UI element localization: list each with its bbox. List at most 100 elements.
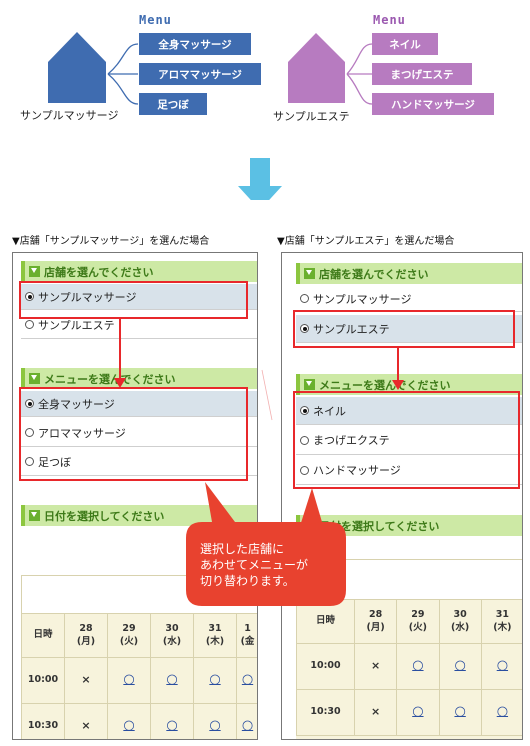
- house-icon: [288, 33, 345, 103]
- shop-name-right: サンプルエステ: [273, 110, 350, 123]
- radio-icon: [300, 294, 309, 303]
- calendar-time: 10:00: [21, 657, 65, 704]
- caption-left: ▼店舗「サンプルマッサージ」を選んだ場合: [12, 236, 210, 247]
- option-label: アロママッサージ: [38, 426, 126, 440]
- menu-option-1[interactable]: 全身マッサージ: [21, 391, 257, 417]
- highlight-box-menu-left: [19, 387, 248, 481]
- menu-heading: メニューを選んでください: [319, 378, 451, 392]
- checkbox-icon: [304, 268, 315, 279]
- slot-available[interactable]: ○: [193, 703, 237, 739]
- connector-line: [107, 73, 139, 105]
- phone-panel-left: 店舗を選んでください サンプルマッサージ サンプルエステ メニューを選んでくださ…: [12, 252, 258, 740]
- store-heading: 店舗を選んでください: [44, 265, 154, 279]
- slot-available[interactable]: ○: [107, 703, 151, 739]
- calendar-table: 日時 28 (月) 29 (火) 30 (水) 31 (木) 10:00 × ○…: [296, 599, 522, 736]
- radio-icon: [300, 465, 309, 475]
- menu-option-3[interactable]: 足つぼ: [21, 448, 257, 476]
- calendar-time: 10:30: [296, 689, 355, 736]
- store-option-massage[interactable]: サンプルマッサージ: [21, 284, 257, 310]
- menu-option-2[interactable]: アロママッサージ: [21, 419, 257, 447]
- store-section-header: 店舗を選んでください: [296, 263, 522, 284]
- menu-pill-left-2: アロママッサージ: [139, 63, 261, 85]
- date-heading: 日付を選択してください: [319, 519, 440, 533]
- menu-option-1[interactable]: ネイル: [296, 397, 522, 425]
- highlight-box-store-left: [19, 281, 248, 319]
- menu-section-header: メニューを選んでください: [296, 374, 522, 395]
- option-label: サンプルエステ: [38, 318, 115, 332]
- radio-icon: [25, 428, 34, 437]
- date-heading: 日付を選択してください: [44, 509, 165, 523]
- menu-pill-right-1: ネイル: [372, 33, 438, 55]
- calendar-table: 日時 28 (月) 29 (火) 30 (水) 31 (木) 1 (金 10:0…: [21, 613, 257, 739]
- highlight-box-store-right: [293, 310, 515, 348]
- red-arrow-head-icon: [114, 378, 126, 388]
- callout-pointer: [300, 488, 322, 526]
- divider-line: [261, 369, 273, 421]
- option-label: サンプルマッサージ: [313, 292, 412, 306]
- down-arrow-icon: [238, 158, 282, 200]
- menu-title-right: Menu: [373, 13, 406, 27]
- slot-available[interactable]: ○: [438, 689, 482, 736]
- menu-pill-right-2: まつげエステ: [372, 63, 472, 85]
- radio-selected-icon: [300, 406, 309, 415]
- option-label: 足つぼ: [38, 455, 71, 469]
- menu-heading: メニューを選んでください: [44, 372, 176, 386]
- menu-option-2[interactable]: まつげエクステ: [296, 426, 522, 455]
- calendar-day: 30 (水): [438, 599, 482, 644]
- callout-text: 選択した店舗に あわせてメニューが 切り替わります。: [200, 541, 308, 590]
- slot-available[interactable]: ○: [236, 703, 257, 739]
- slot-available[interactable]: ○: [480, 689, 522, 736]
- highlight-box-menu-right: [293, 391, 520, 489]
- store-option-esthe[interactable]: サンプルエステ: [21, 311, 257, 339]
- store-section-header: 店舗を選んでください: [21, 261, 257, 282]
- checkbox-icon: [29, 266, 40, 277]
- phone-panel-right: 店舗を選んでください サンプルマッサージ サンプルエステ メニューを選んでくださ…: [281, 252, 523, 740]
- radio-selected-icon: [25, 292, 34, 301]
- slot-unavailable: ×: [64, 657, 108, 704]
- date-section-header: 日付を選択してください: [21, 505, 257, 526]
- callout-bubble: [186, 482, 346, 606]
- connector-line: [346, 43, 373, 75]
- slot-available[interactable]: ○: [396, 643, 440, 690]
- menu-option-3[interactable]: ハンドマッサージ: [296, 456, 522, 485]
- store-option-esthe[interactable]: サンプルエステ: [296, 315, 522, 343]
- radio-icon: [25, 457, 34, 466]
- calendar-left: 日時 28 (月) 29 (火) 30 (水) 31 (木) 1 (金 10:0…: [21, 575, 257, 739]
- house-icon: [48, 32, 106, 103]
- slot-available[interactable]: ○: [396, 689, 440, 736]
- calendar-day: 29 (火): [107, 613, 151, 658]
- calendar-time: 10:00: [296, 643, 355, 690]
- menu-pill-left-3: 足つぼ: [139, 93, 207, 115]
- slot-available[interactable]: ○: [480, 643, 522, 690]
- radio-icon: [300, 435, 309, 445]
- slot-available[interactable]: ○: [107, 657, 151, 704]
- connector-line: [107, 43, 139, 75]
- radio-icon: [25, 320, 34, 329]
- option-label: 全身マッサージ: [38, 397, 115, 411]
- red-arrow-head-icon: [392, 380, 404, 390]
- diagram-connectors: [48, 32, 373, 200]
- menu-section-header: メニューを選んでください: [21, 368, 257, 389]
- option-label: サンプルエステ: [313, 322, 390, 336]
- option-label: ネイル: [313, 404, 346, 418]
- callout-line: あわせてメニューが: [200, 558, 309, 573]
- callout-line: 選択した店舗に: [200, 542, 285, 556]
- radio-selected-icon: [300, 324, 309, 333]
- store-heading: 店舗を選んでください: [319, 267, 429, 281]
- shop-name-left: サンプルマッサージ: [20, 109, 119, 122]
- option-label: ハンドマッサージ: [313, 464, 401, 477]
- option-label: サンプルマッサージ: [38, 290, 137, 304]
- menu-pill-left-1: 全身マッサージ: [139, 33, 251, 55]
- option-label: まつげエクステ: [313, 434, 390, 447]
- calendar-right: 日時 28 (月) 29 (火) 30 (水) 31 (木) 10:00 × ○…: [296, 559, 522, 739]
- calendar-day: 31 (木): [480, 599, 522, 644]
- caption-right: ▼店舗「サンプルエステ」を選んだ場合: [277, 236, 455, 247]
- connector-line: [346, 73, 373, 105]
- menu-pill-right-3: ハンドマッサージ: [372, 93, 494, 115]
- checkbox-icon: [304, 379, 315, 390]
- checkbox-icon: [29, 510, 40, 521]
- radio-selected-icon: [25, 399, 34, 408]
- calendar-day: 31 (木): [193, 613, 237, 658]
- calendar-time: 10:30: [21, 703, 65, 739]
